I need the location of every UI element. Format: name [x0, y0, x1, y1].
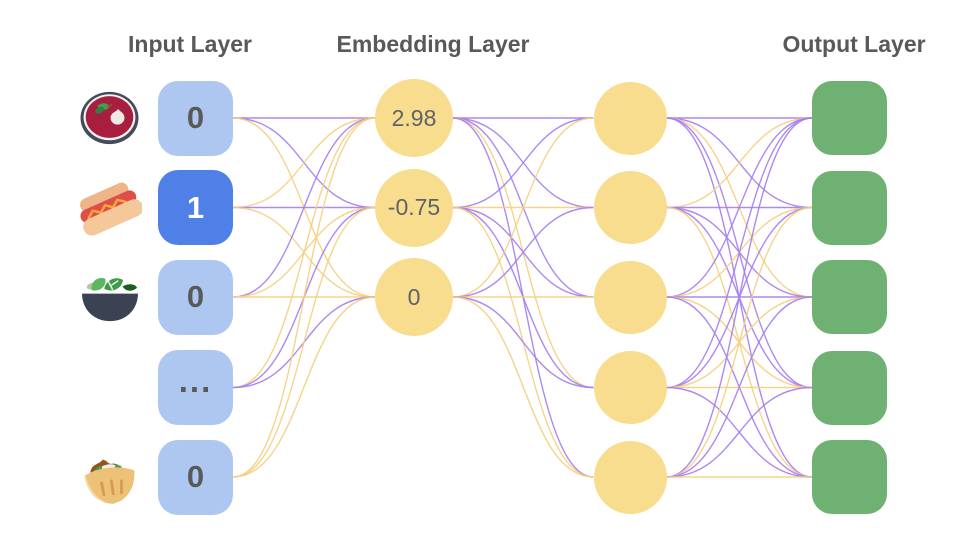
hidden-node-4	[593, 351, 667, 424]
input-node-hotdog: 1	[158, 170, 233, 245]
input-node-value: 1	[186, 189, 205, 225]
output-node-1	[812, 81, 887, 155]
output-node-2	[812, 170, 887, 245]
input-node-value: 0	[186, 100, 205, 135]
input-node-value: ...	[178, 361, 213, 399]
embedding-node-value: -0.75	[387, 194, 441, 220]
input-layer-title: Input Layer	[128, 31, 252, 57]
hidden-node-2	[593, 171, 667, 244]
output-node-4	[812, 350, 887, 425]
pita-icon	[84, 459, 135, 504]
embedding-layer-title: Embedding Layer	[336, 31, 530, 57]
embedding-node-1: 2.98	[375, 79, 453, 157]
input-node-salad: 0	[158, 259, 233, 335]
input-node-ellipsis: ...	[158, 350, 233, 425]
output-node-3	[812, 260, 887, 334]
hidden-node-5	[593, 440, 667, 514]
input-node-pita: 0	[158, 439, 233, 515]
input-node-soup: 0	[158, 80, 233, 156]
salad-icon	[81, 278, 139, 322]
embedding-node-3: 0	[375, 258, 453, 336]
embedding-node-value: 2.98	[391, 104, 437, 131]
output-layer-title: Output Layer	[782, 31, 926, 57]
input-node-value: 0	[186, 459, 205, 494]
embedding-node-2: -0.75	[375, 168, 453, 247]
output-node-5	[812, 440, 887, 514]
hidden-node-1	[593, 81, 667, 155]
input-node-value: 0	[186, 279, 205, 314]
soup-icon	[80, 91, 139, 145]
hidden-node-3	[593, 260, 667, 334]
embedding-node-value: 0	[407, 283, 421, 310]
hotdog-icon	[80, 182, 142, 236]
